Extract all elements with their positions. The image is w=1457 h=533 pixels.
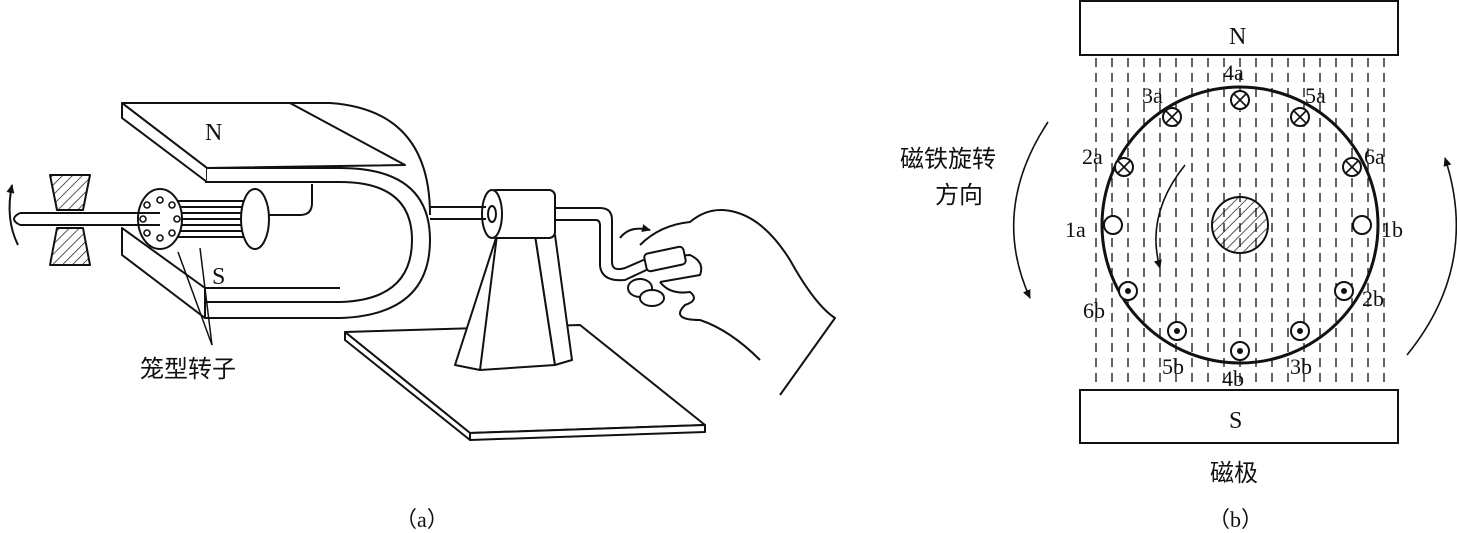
magnet-rotation-arrow-left xyxy=(1012,121,1049,299)
bearing-blocks xyxy=(49,174,91,266)
conductor-3a: 3a xyxy=(1142,83,1182,127)
cage-rotor-label: 笼型转子 xyxy=(140,355,236,383)
conductor-circle xyxy=(1103,215,1123,235)
current-out-of-page-mark xyxy=(1297,328,1303,334)
caption-a: （a） xyxy=(395,507,449,532)
rotor-circle xyxy=(1100,85,1380,365)
current-into-page-mark xyxy=(1233,93,1247,107)
base-plate xyxy=(344,324,706,441)
rotor-label-leaders xyxy=(177,247,213,346)
pole-n-label: N xyxy=(1229,24,1246,50)
magnet-pole-caption: 磁极 xyxy=(1210,459,1258,487)
magnet-rotation-arrow-right xyxy=(1406,157,1457,356)
current-into-page-mark xyxy=(1117,160,1131,174)
conductor-label: 2b xyxy=(1362,286,1384,311)
conductor-label: 3b xyxy=(1290,354,1312,379)
figure-b: 4a 3a 5a 2a 6a 1a 1b 6b 2b 5b 3b 4b xyxy=(1012,0,1457,444)
conductor-6a: 6a xyxy=(1342,144,1385,177)
conductor-3b: 3b xyxy=(1290,321,1312,379)
conductor-5b: 5b xyxy=(1162,321,1187,379)
caption-b: （b） xyxy=(1208,507,1263,532)
rotor-rotation-arrow xyxy=(1153,164,1186,269)
pole-s-block xyxy=(1079,389,1399,444)
conductor-2b: 2b xyxy=(1334,281,1384,311)
magnet-pole-s-label: S xyxy=(212,264,225,290)
conductor-5a: 5a xyxy=(1290,83,1326,127)
conductor-4a: 4a xyxy=(1223,60,1250,110)
conductor-circle xyxy=(1352,215,1372,235)
conductor-label: 4a xyxy=(1223,60,1244,85)
rotation-direction-label-1: 磁铁旋转 xyxy=(900,145,996,173)
conductor-label: 6b xyxy=(1083,298,1105,323)
rotor-shaft-section xyxy=(1211,196,1269,254)
conductor-label: 4b xyxy=(1222,366,1244,391)
conductor-label: 6a xyxy=(1364,144,1385,169)
crank-shaft xyxy=(430,206,656,282)
current-into-page-mark xyxy=(1165,110,1179,124)
conductor-label: 3a xyxy=(1142,83,1163,108)
current-out-of-page-mark xyxy=(1174,328,1180,334)
conductor-group: 4a 3a 5a 2a 6a 1a 1b 6b 2b 5b 3b 4b xyxy=(1065,60,1403,391)
rotation-direction-label-2: 方向 xyxy=(935,181,983,209)
conductor-4b: 4b xyxy=(1222,341,1250,391)
figure-a xyxy=(6,102,836,441)
current-into-page-mark xyxy=(1345,160,1359,174)
pole-s-label: S xyxy=(1229,408,1242,434)
conductor-1b: 1b xyxy=(1352,215,1403,242)
current-out-of-page-mark xyxy=(1125,288,1131,294)
bearing-pedestal xyxy=(454,189,573,371)
cage-rotor xyxy=(137,188,270,250)
conductor-1a: 1a xyxy=(1065,215,1123,242)
pole-n-block xyxy=(1079,0,1399,56)
conductor-label: 1a xyxy=(1065,217,1086,242)
conductor-label: 5b xyxy=(1162,354,1184,379)
conductor-label: 5a xyxy=(1305,83,1326,108)
current-into-page-mark xyxy=(1293,110,1307,124)
rotor-shaft xyxy=(13,212,160,226)
hand xyxy=(619,209,836,396)
magnet-pole-n-label: N xyxy=(205,120,222,146)
conductor-6b: 6b xyxy=(1083,281,1138,323)
conductor-label: 1b xyxy=(1381,217,1403,242)
conductor-2a: 2a xyxy=(1082,144,1134,177)
current-out-of-page-mark xyxy=(1341,288,1347,294)
current-out-of-page-mark xyxy=(1237,348,1243,354)
shaft-rotation-arrow xyxy=(6,184,19,246)
conductor-label: 2a xyxy=(1082,144,1103,169)
